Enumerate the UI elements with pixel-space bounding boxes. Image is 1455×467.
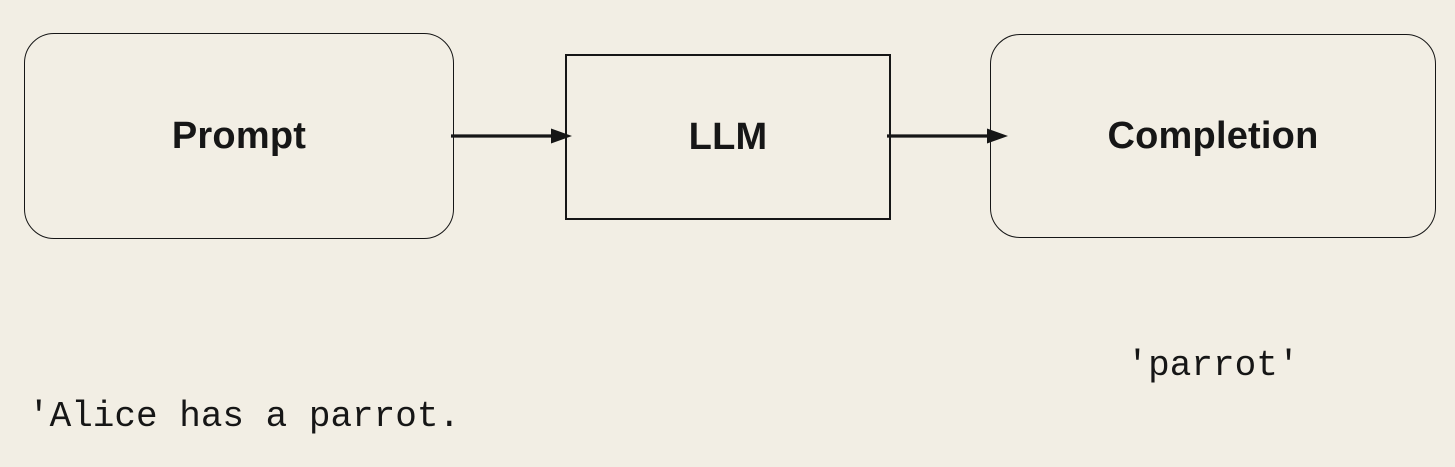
completion-example-text: 'parrot' xyxy=(1126,345,1300,386)
node-completion: Completion xyxy=(990,34,1436,238)
node-llm-label: LLM xyxy=(688,115,768,158)
node-llm: LLM xyxy=(565,54,891,220)
node-prompt: Prompt xyxy=(24,33,454,239)
prompt-example-line-1: 'Alice has a parrot. xyxy=(28,396,461,437)
node-prompt-label: Prompt xyxy=(171,114,307,157)
arrow-prompt-to-llm xyxy=(451,128,572,144)
node-completion-label: Completion xyxy=(1107,114,1319,157)
arrow-llm-to-completion xyxy=(887,128,1008,144)
prompt-example-text: 'Alice has a parrot. What animal is Alic… xyxy=(28,289,460,467)
